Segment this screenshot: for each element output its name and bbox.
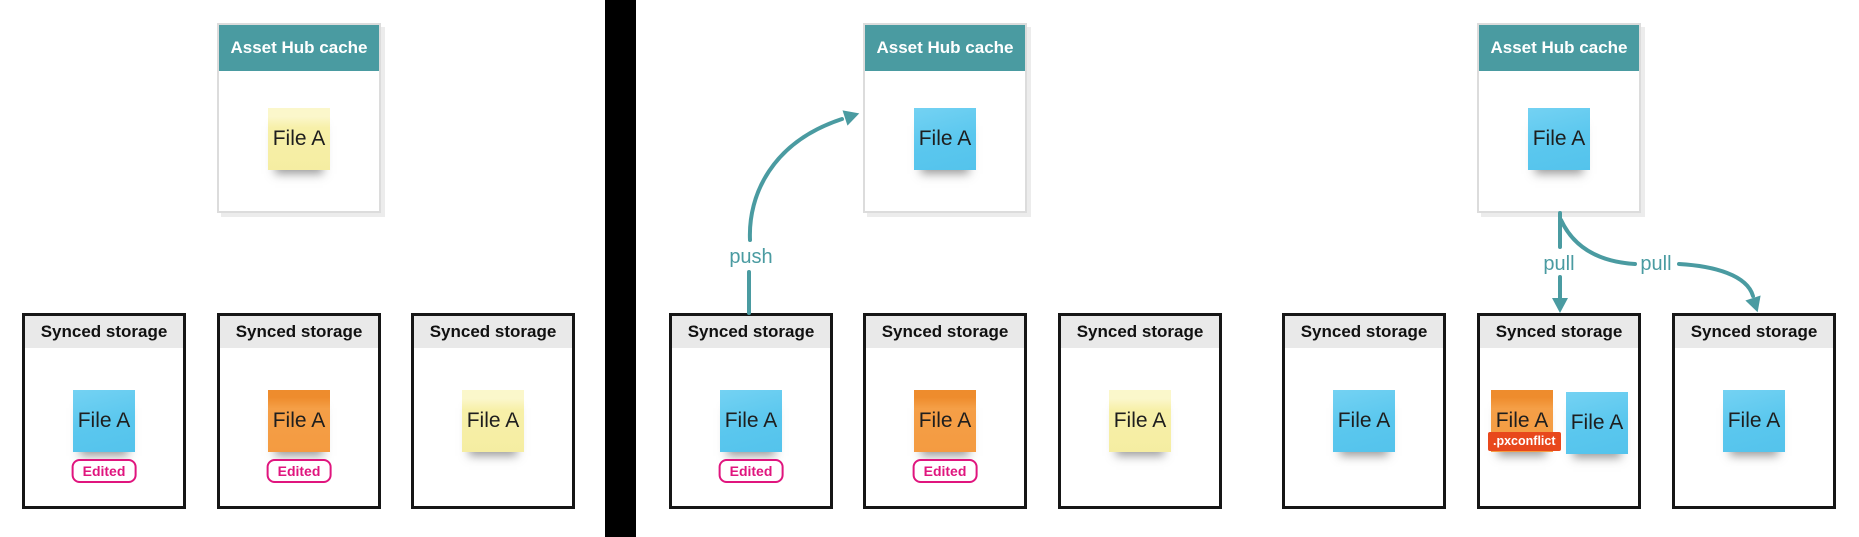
synced-storage-header: Synced storage <box>866 316 1024 348</box>
synced-storage-title: Synced storage <box>881 322 1009 341</box>
asset-hub-cache-box: Asset Hub cache File A <box>863 23 1027 213</box>
asset-hub-cache-title: Asset Hub cache <box>230 38 368 57</box>
synced-storage-box: Synced storage File A Edited <box>217 313 381 509</box>
synced-storage-box: Synced storage File A <box>1058 313 1222 509</box>
synced-storage-header: Synced storage <box>1061 316 1219 348</box>
synced-storage-header: Synced storage <box>1675 316 1833 348</box>
synced-storage-header: Synced storage <box>1480 316 1638 348</box>
file-label: File A <box>918 409 972 432</box>
edited-badge: Edited <box>71 459 137 483</box>
synced-storage-title: Synced storage <box>1690 322 1818 341</box>
asset-hub-cache-title: Asset Hub cache <box>876 38 1014 57</box>
panel-divider <box>605 0 636 537</box>
asset-hub-cache-header: Asset Hub cache <box>865 25 1025 71</box>
push-arrow-curve <box>747 117 844 242</box>
synced-storage-title: Synced storage <box>1300 322 1428 341</box>
pull-label-1: pull <box>1543 253 1574 275</box>
synced-storage-box: Synced storage File A Edited <box>863 313 1027 509</box>
sticky-note-blue: File A <box>73 390 135 452</box>
sticky-note-blue: File A <box>720 390 782 452</box>
sticky-note-yellow: File A <box>268 108 330 170</box>
synced-storage-box: Synced storage File A Edited <box>22 313 186 509</box>
synced-storage-box-conflict: Synced storage File A .pxconflict File A <box>1477 313 1641 509</box>
synced-storage-header: Synced storage <box>25 316 183 348</box>
synced-storage-header: Synced storage <box>220 316 378 348</box>
synced-storage-title: Synced storage <box>687 322 815 341</box>
synced-storage-box: Synced storage File A <box>1282 313 1446 509</box>
edited-badge: Edited <box>718 459 784 483</box>
file-label: File A <box>1532 127 1586 150</box>
asset-hub-cache-header: Asset Hub cache <box>1479 25 1639 71</box>
file-label: File A <box>918 127 972 150</box>
sticky-note-blue: File A <box>914 108 976 170</box>
file-label: File A <box>466 409 520 432</box>
sticky-note-orange: File A <box>914 390 976 452</box>
synced-storage-box: Synced storage File A <box>1672 313 1836 509</box>
file-label: File A <box>1337 409 1391 432</box>
pull-arrow-2-left <box>1559 218 1637 266</box>
sticky-note-orange: File A <box>268 390 330 452</box>
file-label: File A <box>77 409 131 432</box>
file-label: File A <box>1570 411 1624 434</box>
pull-arrowhead-1-icon <box>1552 298 1568 313</box>
sticky-note-yellow: File A <box>1109 390 1171 452</box>
sticky-note-blue: File A <box>1333 390 1395 452</box>
edited-badge: Edited <box>266 459 332 483</box>
pull-arrowhead-2-icon <box>1745 295 1761 313</box>
file-label: File A <box>724 409 778 432</box>
file-label: File A <box>1495 409 1549 432</box>
push-label: push <box>729 246 772 268</box>
synced-storage-box: Synced storage File A <box>411 313 575 509</box>
synced-storage-title: Synced storage <box>40 322 168 341</box>
synced-storage-title: Synced storage <box>1076 322 1204 341</box>
asset-hub-cache-box: Asset Hub cache File A <box>1477 23 1641 213</box>
file-label: File A <box>1727 409 1781 432</box>
synced-storage-header: Synced storage <box>672 316 830 348</box>
asset-hub-cache-box: Asset Hub cache File A <box>217 23 381 213</box>
synced-storage-title: Synced storage <box>429 322 557 341</box>
pull-arrow-2-right <box>1677 262 1755 298</box>
synced-storage-header: Synced storage <box>414 316 572 348</box>
synced-storage-box: Synced storage File A Edited <box>669 313 833 509</box>
pull-label-2: pull <box>1640 253 1671 275</box>
synced-storage-header: Synced storage <box>1285 316 1443 348</box>
file-label: File A <box>1113 409 1167 432</box>
sticky-note-blue: File A <box>1528 108 1590 170</box>
synced-storage-title: Synced storage <box>1495 322 1623 341</box>
asset-hub-cache-title: Asset Hub cache <box>1490 38 1628 57</box>
synced-storage-title: Synced storage <box>235 322 363 341</box>
sticky-note-yellow: File A <box>462 390 524 452</box>
sticky-note-blue: File A <box>1723 390 1785 452</box>
pxconflict-tag: .pxconflict <box>1488 432 1561 451</box>
edited-badge: Edited <box>912 459 978 483</box>
file-label: File A <box>272 127 326 150</box>
sticky-note-blue: File A <box>1566 392 1628 454</box>
file-label: File A <box>272 409 326 432</box>
asset-hub-cache-header: Asset Hub cache <box>219 25 379 71</box>
push-arrowhead-icon <box>842 110 860 126</box>
